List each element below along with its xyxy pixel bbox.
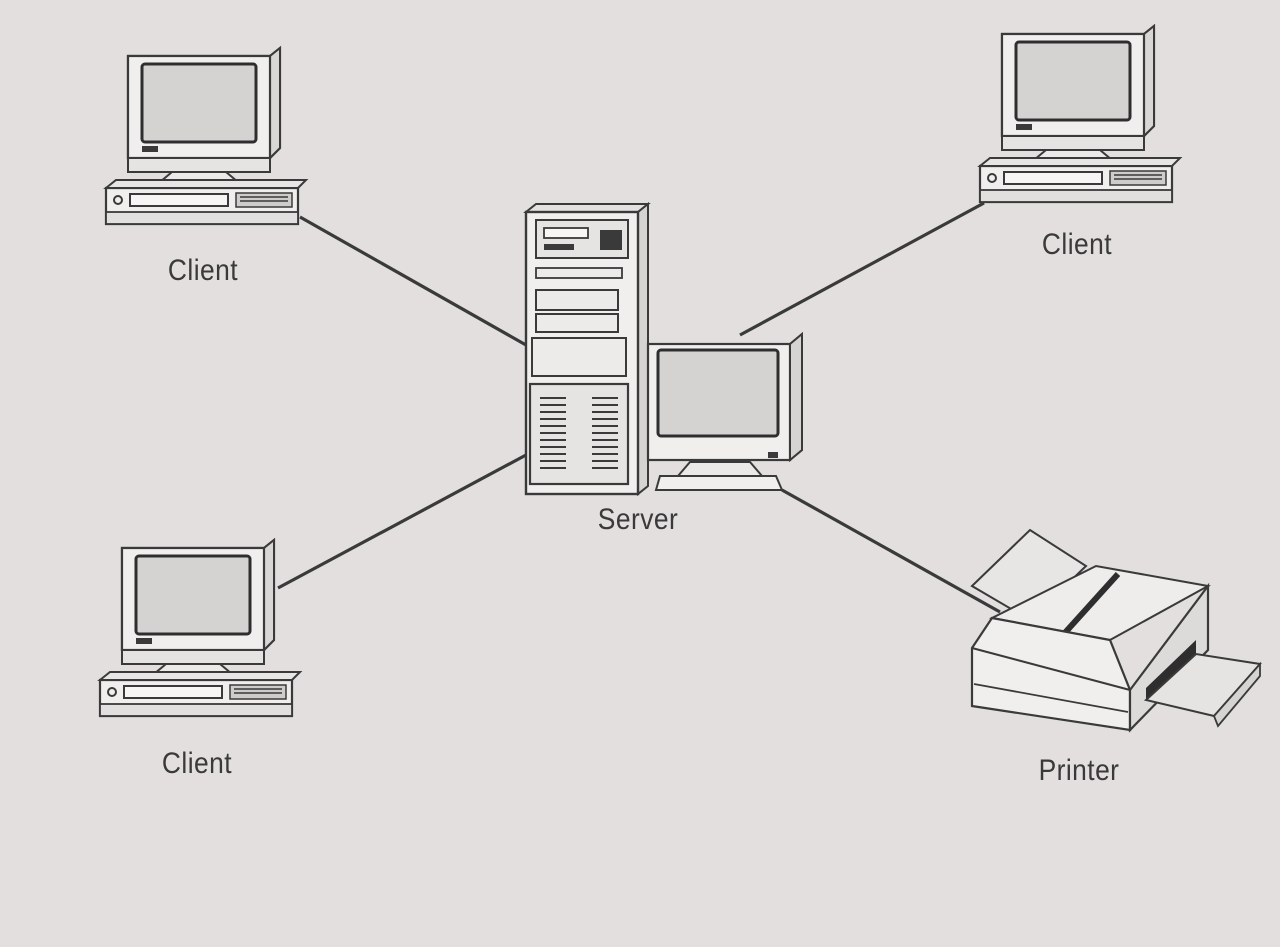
client-top-right-icon [978, 24, 1182, 204]
client-top-left-label: Client [167, 254, 239, 287]
client-top-right-label: Client [1041, 228, 1113, 261]
client-bottom-left-icon [98, 538, 302, 718]
connection-lines [277, 201, 1001, 614]
link-client-bottom-left-server [277, 453, 527, 590]
server-monitor-icon [646, 331, 803, 491]
link-client-top-right-server [739, 201, 985, 337]
link-client-top-left-server [299, 215, 527, 347]
link-server-printer [781, 488, 1001, 614]
printer-icon [970, 528, 1262, 733]
server-label: Server [597, 503, 679, 536]
client-top-left-icon [104, 46, 308, 226]
printer-label: Printer [1038, 754, 1120, 787]
server-tower-icon [523, 201, 651, 497]
client-bottom-left-label: Client [161, 747, 233, 780]
